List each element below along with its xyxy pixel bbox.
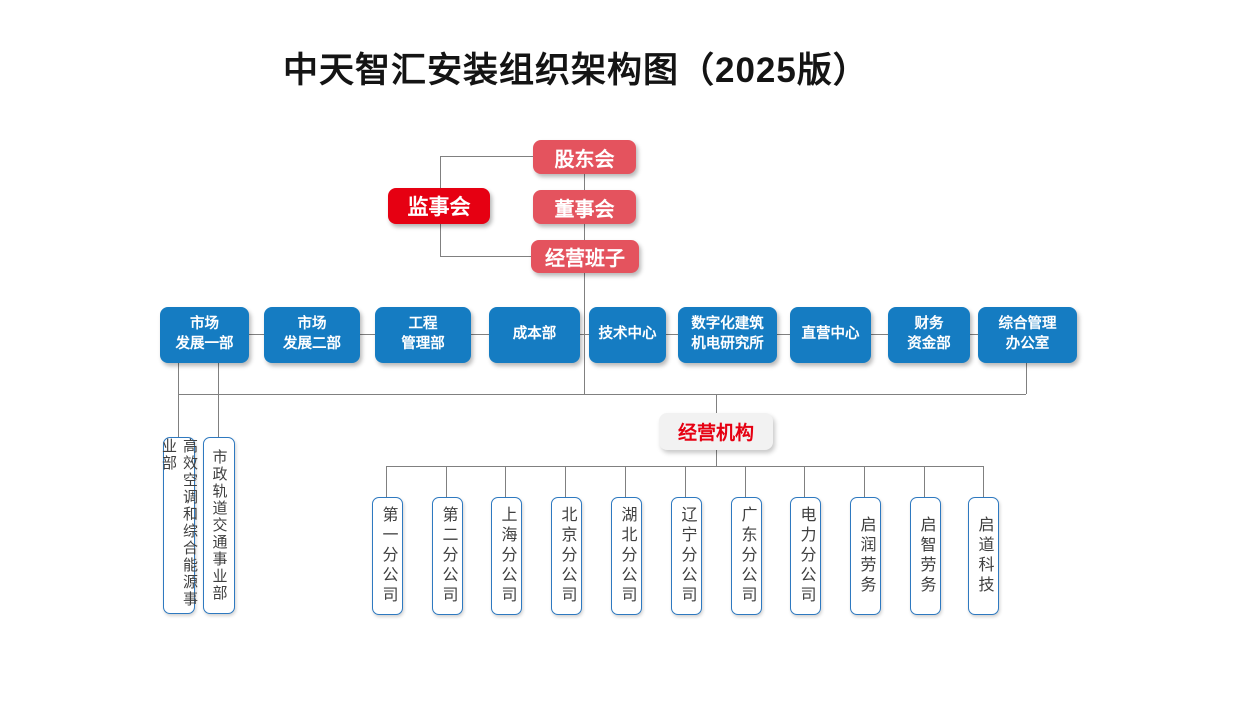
connector-line	[565, 466, 566, 497]
node-subdept-municipal-rail-transit: 市政轨道交通事业部	[203, 437, 235, 614]
node-branch-shanghai: 上海分公司	[491, 497, 522, 615]
connector-line	[716, 394, 717, 413]
node-subdept-hvac-energy: 高效空调和综合能源事业部	[160, 437, 198, 614]
connector-line	[584, 273, 585, 394]
connector-line	[386, 466, 387, 497]
connector-line	[745, 466, 746, 497]
connector-line	[584, 224, 585, 240]
node-dept-market-dev-2: 市场 发展二部	[264, 307, 360, 363]
connector-line	[685, 466, 686, 497]
connector-line	[440, 156, 533, 157]
node-branch-liaoning: 辽宁分公司	[671, 497, 702, 615]
connector-line	[584, 174, 585, 190]
connector-line	[924, 466, 925, 497]
connector-line	[804, 466, 805, 497]
connector-line	[625, 466, 626, 497]
connector-line	[864, 466, 865, 497]
node-dept-technology-center: 技术中心	[589, 307, 666, 363]
node-branch-guangdong: 广东分公司	[731, 497, 762, 615]
connector-line	[1026, 363, 1027, 394]
node-management-team: 经营班子	[531, 240, 639, 273]
connector-line	[218, 363, 219, 437]
node-branch-no1: 第一分公司	[372, 497, 403, 615]
page-title: 中天智汇安装组织架构图（2025版）	[283, 51, 869, 90]
node-dept-direct-operations-center: 直营中心	[790, 307, 871, 363]
node-dept-cost: 成本部	[489, 307, 580, 363]
node-dept-general-admin-office: 综合管理 办公室	[978, 307, 1077, 363]
node-branch-qizhi-labor: 启智劳务	[910, 497, 941, 615]
node-shareholders: 股东会	[533, 140, 636, 174]
node-dept-engineering-mgmt: 工程 管理部	[375, 307, 471, 363]
node-board-of-directors: 董事会	[533, 190, 636, 224]
node-dept-digital-building-research: 数字化建筑 机电研究所	[678, 307, 777, 363]
node-dept-finance-treasury: 财务 资金部	[888, 307, 970, 363]
node-dept-market-dev-1: 市场 发展一部	[160, 307, 249, 363]
connector-line	[178, 363, 179, 437]
node-supervisory-board: 监事会	[388, 188, 490, 224]
connector-line	[716, 450, 717, 466]
node-branch-qidao-tech: 启道科技	[968, 497, 999, 615]
connector-line	[446, 466, 447, 497]
connector-line	[983, 466, 984, 497]
node-branch-beijing: 北京分公司	[551, 497, 582, 615]
node-branch-hubei: 湖北分公司	[611, 497, 642, 615]
node-branch-qirun-labor: 启润劳务	[850, 497, 881, 615]
connector-line	[505, 466, 506, 497]
connector-line	[440, 256, 531, 257]
node-branch-no2: 第二分公司	[432, 497, 463, 615]
node-business-units-header: 经营机构	[659, 413, 773, 450]
node-branch-electric-power: 电力分公司	[790, 497, 821, 615]
connector-line	[178, 394, 1026, 395]
connector-line	[386, 466, 983, 467]
